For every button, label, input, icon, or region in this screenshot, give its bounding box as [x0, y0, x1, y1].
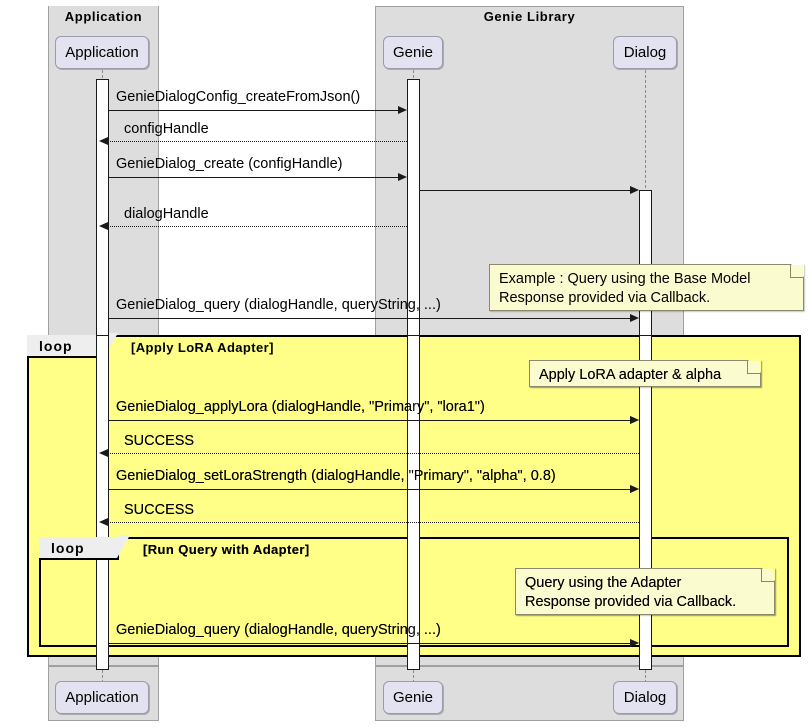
note-line-1: Apply LoRA adapter & alpha [539, 367, 722, 383]
fragment-condition-loop-outer: [Apply LoRA Adapter] [131, 340, 274, 355]
fragment-keyword: loop [39, 337, 73, 354]
activation-bar-application-overlay [96, 335, 109, 670]
message-arrowhead-m6 [630, 314, 639, 322]
message-label-m2: configHandle [124, 121, 209, 137]
note-base-model: Example : Query using the Base Model Res… [489, 264, 804, 311]
message-arrowhead-m9-overlay [630, 485, 639, 493]
message-arrowhead-m8-overlay [99, 449, 108, 457]
message-line-m5 [107, 226, 407, 227]
message-label-m5: dialogHandle [124, 206, 209, 222]
fragment-label-loop-inner-overlay: loop [39, 535, 130, 560]
message-line-m8-overlay [107, 453, 639, 454]
message-line-m2 [107, 141, 407, 142]
message-line-m6 [109, 318, 635, 319]
activation-bar-genie-overlay [407, 335, 420, 670]
message-label-m11: GenieDialog_query (dialogHandle, querySt… [116, 622, 441, 638]
note-line-1: Query using the Adapter [525, 575, 682, 591]
participant-label: Application [65, 689, 139, 706]
participant-label: Genie [392, 44, 434, 61]
participant-label: Genie [392, 689, 434, 706]
participant-dialog-top[interactable]: Dialog [613, 36, 677, 69]
fragment-label-loop-outer: loop [27, 333, 118, 358]
note-line-1: Example : Query using the Base Model [499, 271, 751, 287]
message-label-m3: GenieDialog_create (configHandle) [116, 156, 343, 172]
participant-genie-top[interactable]: Genie [383, 36, 443, 69]
message-label-m10-overlay: SUCCESS [124, 502, 195, 518]
participant-application-top[interactable]: Application [55, 36, 149, 69]
fragment-keyword: loop [51, 539, 85, 556]
message-line-m4 [420, 190, 635, 191]
note-line-2: Response provided via Callback. [525, 594, 737, 610]
note-line-2: Response provided via Callback. [499, 290, 711, 306]
message-line-m10-overlay [107, 522, 639, 523]
message-label-m8-overlay: SUCCESS [124, 433, 195, 449]
participant-label: Dialog [623, 44, 667, 61]
message-arrowhead-m11-overlay [630, 639, 639, 647]
message-arrowhead-m10-overlay [99, 518, 108, 526]
note-fold-corner [761, 569, 774, 582]
message-label-m6: GenieDialog_query (dialogHandle, querySt… [116, 297, 441, 313]
message-label-m10: SUCCESS [124, 502, 195, 518]
message-label-m9-overlay: GenieDialog_setLoraStrength (dialogHandl… [116, 468, 556, 484]
participant-dialog-bottom[interactable]: Dialog [613, 681, 677, 714]
message-line-m3 [109, 177, 403, 178]
message-label-m7: GenieDialog_applyLora (dialogHandle, "Pr… [116, 399, 485, 415]
note-fold-corner [747, 361, 760, 374]
note-line-2: Response provided via Callback. [525, 594, 737, 610]
participant-application-bottom[interactable]: Application [55, 681, 149, 714]
message-line-m11-overlay [109, 643, 635, 644]
note-apply-lora-overlay: Apply LoRA adapter & alpha [529, 360, 761, 387]
note-line-1: Apply LoRA adapter & alpha [539, 367, 722, 383]
group-title-application: Application [64, 9, 143, 24]
message-arrowhead-m5 [99, 222, 108, 230]
message-label-m7-overlay: GenieDialog_applyLora (dialogHandle, "Pr… [116, 399, 485, 415]
note-adapter-query-overlay: Query using the Adapter Response provide… [515, 568, 775, 615]
message-arrowhead-m4 [630, 186, 639, 194]
message-line-m9-overlay [109, 489, 635, 490]
participant-label: Dialog [623, 689, 667, 706]
message-arrowhead-m1 [398, 106, 407, 114]
message-label-m1: GenieDialogConfig_createFromJson() [116, 89, 361, 105]
participant-label: Application [65, 44, 139, 61]
message-label-m9: GenieDialog_setLoraStrength (dialogHandl… [116, 468, 556, 484]
participant-genie-bottom[interactable]: Genie [383, 681, 443, 714]
note-fold-corner [790, 265, 803, 278]
message-arrowhead-m2 [99, 137, 108, 145]
message-arrowhead-m7-overlay [630, 416, 639, 424]
note-line-1: Query using the Adapter [525, 575, 682, 591]
group-title-genie-library: Genie Library [483, 9, 576, 24]
message-line-m7-overlay [109, 420, 635, 421]
message-label-m8: SUCCESS [124, 433, 195, 449]
message-label-m11-overlay: GenieDialog_query (dialogHandle, querySt… [116, 622, 441, 638]
fragment-condition-loop-inner-overlay: [Run Query with Adapter] [143, 542, 310, 557]
message-line-m1 [109, 110, 403, 111]
message-arrowhead-m3 [398, 173, 407, 181]
fragment-condition-loop-inner: [Run Query with Adapter] [143, 542, 310, 557]
